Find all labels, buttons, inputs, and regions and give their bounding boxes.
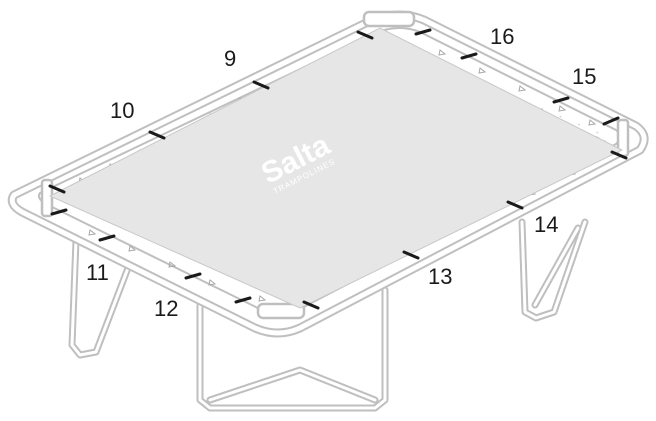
spring-clip <box>460 52 478 60</box>
spring-clip <box>302 300 320 310</box>
callout-15: 15 <box>572 64 596 89</box>
jumping-mat <box>48 27 624 309</box>
spring-clip <box>552 96 570 104</box>
spring-clip <box>98 234 116 242</box>
corner-post-left <box>40 178 54 218</box>
spring-clip <box>402 250 420 260</box>
callout-12: 12 <box>154 296 178 321</box>
spring-clip <box>252 80 270 90</box>
callout-11: 11 <box>86 260 109 285</box>
callout-13: 13 <box>428 264 452 289</box>
spring-clip <box>184 272 202 280</box>
spring-clip <box>356 30 374 40</box>
spring-clip <box>602 116 620 126</box>
callout-10: 10 <box>110 98 134 123</box>
front-leg-brace <box>206 366 379 404</box>
corner-posts <box>40 10 630 320</box>
corner-post-back <box>362 10 416 28</box>
spring-clip <box>506 200 524 210</box>
callout-9: 9 <box>224 46 236 71</box>
callout-labels: 9 10 11 12 13 14 15 16 <box>86 24 596 321</box>
spring-clip <box>148 130 166 140</box>
corner-post-front <box>256 302 306 320</box>
spring-clip <box>610 150 628 160</box>
spring-clip <box>48 184 66 194</box>
spring-clip <box>50 208 68 216</box>
spring-clip <box>414 28 432 36</box>
callout-14: 14 <box>534 212 558 237</box>
callout-16: 16 <box>490 24 514 49</box>
spring-clip <box>234 296 252 304</box>
spring-clips <box>48 28 628 310</box>
